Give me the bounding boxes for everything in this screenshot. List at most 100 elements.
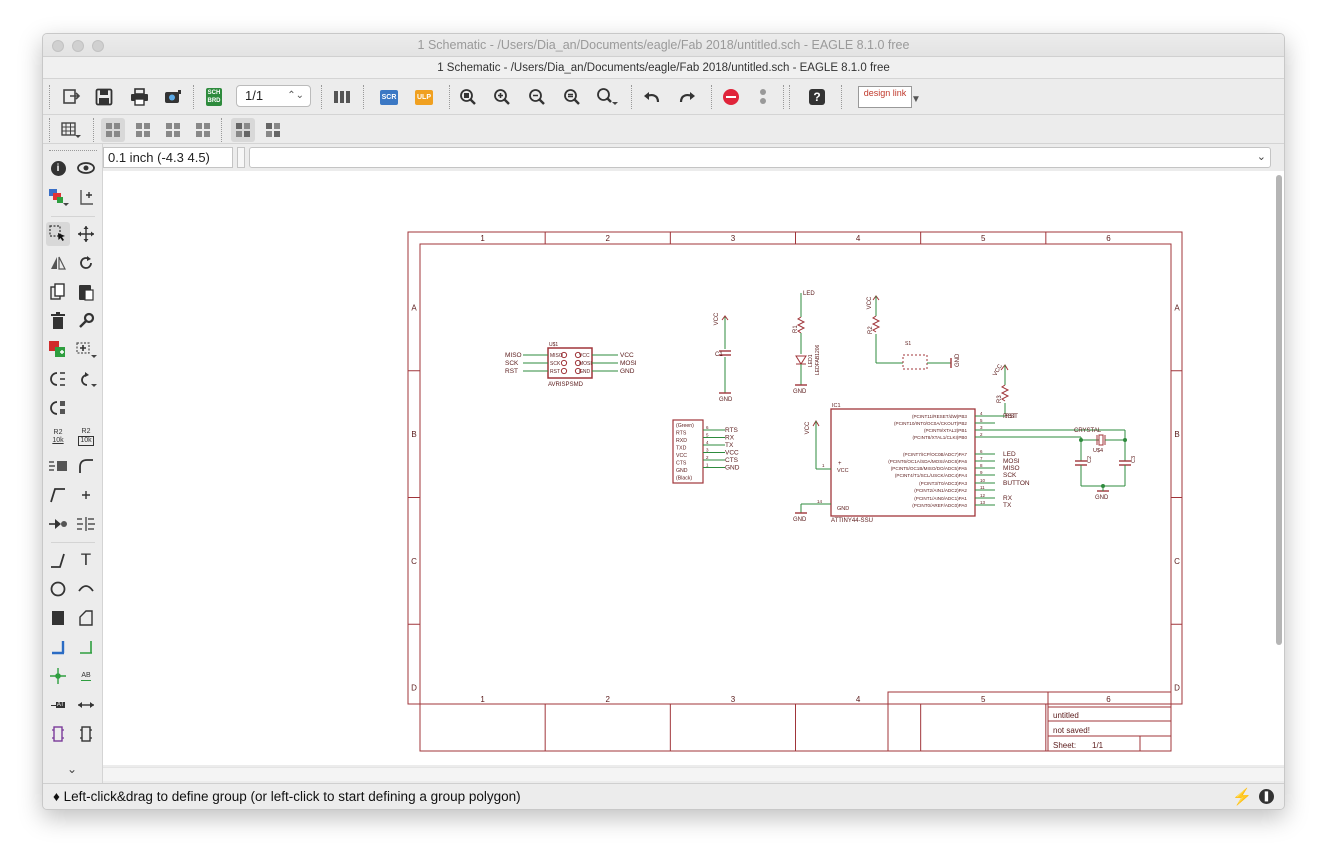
undo-icon[interactable]: [640, 85, 664, 109]
redo-icon[interactable]: [675, 85, 699, 109]
paste-icon[interactable]: [74, 280, 98, 304]
zoom-out-icon[interactable]: [525, 85, 549, 109]
switch-board-icon[interactable]: SCH BRD: [206, 88, 222, 106]
ftdi-pin-number: 4: [706, 440, 709, 445]
frame-column-label: 3: [731, 234, 736, 243]
pin-swap-icon[interactable]: [46, 367, 70, 391]
mark-icon[interactable]: [74, 185, 98, 209]
module-icon[interactable]: [74, 722, 98, 746]
frame-row-label: D: [411, 684, 417, 693]
mirror-icon[interactable]: [46, 251, 70, 275]
display-layers-icon[interactable]: [46, 185, 70, 209]
layer-display-icon[interactable]: [231, 118, 255, 142]
smash-icon[interactable]: [46, 454, 70, 478]
show-icon[interactable]: [74, 156, 98, 180]
mcu-pin-label: (PCINT3/T0/ADC3)PA3: [919, 481, 967, 486]
split-icon[interactable]: [46, 396, 70, 420]
eagle-window: 1 Schematic - /Users/Dia_an/Documents/ea…: [42, 33, 1285, 810]
r3-net-label: RST: [1005, 413, 1018, 420]
invoke-icon[interactable]: [74, 483, 98, 507]
mcu-pin-number: 9: [980, 470, 983, 475]
layer-display-icon[interactable]: [191, 118, 215, 142]
save-icon[interactable]: [92, 85, 116, 109]
script-icon[interactable]: SCR: [377, 85, 401, 109]
replace-icon[interactable]: [74, 338, 98, 362]
help-icon[interactable]: ?: [805, 85, 829, 109]
arc-icon[interactable]: [74, 577, 98, 601]
group-select-icon[interactable]: [46, 222, 70, 246]
horizontal-scrollbar[interactable]: [103, 767, 1284, 781]
minimize-window-button[interactable]: [72, 40, 84, 52]
rotate-icon[interactable]: [74, 251, 98, 275]
miter-icon[interactable]: [74, 454, 98, 478]
command-input[interactable]: ⌄: [249, 147, 1271, 168]
net-icon[interactable]: [74, 635, 98, 659]
cam-icon[interactable]: [161, 85, 185, 109]
circle-icon[interactable]: [46, 577, 70, 601]
frame-outer: [407, 231, 1183, 705]
change-icon[interactable]: [74, 309, 98, 333]
toolbar-separator: [321, 85, 322, 109]
info-icon[interactable]: i: [46, 156, 70, 180]
frame-icon[interactable]: [46, 722, 70, 746]
ftdi-net-label: RX: [725, 435, 735, 442]
text-icon[interactable]: T: [80, 550, 92, 569]
design-link-menu-icon[interactable]: ▼: [911, 93, 921, 105]
chevron-down-icon[interactable]: ⌄: [1256, 151, 1266, 163]
delete-icon[interactable]: [46, 309, 70, 333]
r3-resistor: [1000, 384, 1010, 402]
zoom-fit-icon[interactable]: [456, 85, 480, 109]
label-icon[interactable]: AB: [81, 671, 91, 681]
print-icon[interactable]: [127, 85, 151, 109]
layer-display-icon[interactable]: [161, 118, 185, 142]
split-wire-icon[interactable]: [46, 483, 70, 507]
isp-net-label: MOSI: [620, 360, 637, 367]
zoom-select-icon[interactable]: [595, 85, 619, 109]
layer-display-icon[interactable]: [261, 118, 285, 142]
ftdi-pin-label: (Black): [676, 476, 692, 482]
go-icon[interactable]: [751, 85, 775, 109]
zoom-window-button[interactable]: [92, 40, 104, 52]
junction-icon[interactable]: [46, 664, 70, 688]
ftdi-net-label: TX: [725, 442, 734, 449]
gate-swap-icon[interactable]: [74, 367, 98, 391]
more-tools-icon[interactable]: ⌄: [66, 762, 78, 776]
ulp-icon[interactable]: ULP: [412, 85, 436, 109]
ftdi-pin-label: TXD: [676, 446, 687, 452]
library-icon[interactable]: [330, 85, 354, 109]
ftdi-pin-label: GND: [676, 468, 688, 474]
rectangle-icon[interactable]: [46, 606, 70, 630]
sheet-select[interactable]: 1/1⌃⌄: [236, 85, 311, 107]
grid-icon[interactable]: [59, 118, 83, 142]
vertical-scrollbar[interactable]: [1276, 175, 1282, 645]
stop-command-icon[interactable]: ❚: [1259, 789, 1274, 804]
close-window-button[interactable]: [52, 40, 64, 52]
polygon-icon[interactable]: [74, 606, 98, 630]
design-link-icon[interactable]: design link: [858, 86, 912, 108]
attribute-icon[interactable]: AT: [46, 693, 70, 717]
move-icon[interactable]: [74, 222, 98, 246]
mcu-pin-label: VCC: [837, 468, 849, 474]
optimize-icon[interactable]: [46, 512, 70, 536]
add-part-icon[interactable]: [46, 338, 70, 362]
stop-icon[interactable]: [719, 85, 743, 109]
button-gnd-label: GND: [955, 353, 961, 367]
bus-icon[interactable]: [46, 635, 70, 659]
open-icon[interactable]: [59, 85, 83, 109]
zoom-in-icon[interactable]: [490, 85, 514, 109]
dimension-icon[interactable]: [74, 693, 98, 717]
layer-display-icon[interactable]: [101, 118, 125, 142]
lightning-icon[interactable]: ⚡: [1232, 789, 1252, 806]
title-bar[interactable]: 1 Schematic - /Users/Dia_an/Documents/ea…: [43, 34, 1284, 57]
mcu-pin-number: 8: [980, 463, 983, 468]
layer-display-icon[interactable]: [131, 118, 155, 142]
copy-icon[interactable]: [46, 280, 70, 304]
wire-icon[interactable]: [46, 548, 70, 572]
zoom-redraw-icon[interactable]: [560, 85, 584, 109]
command-splitter[interactable]: [237, 147, 245, 168]
route-icon[interactable]: [74, 512, 98, 536]
